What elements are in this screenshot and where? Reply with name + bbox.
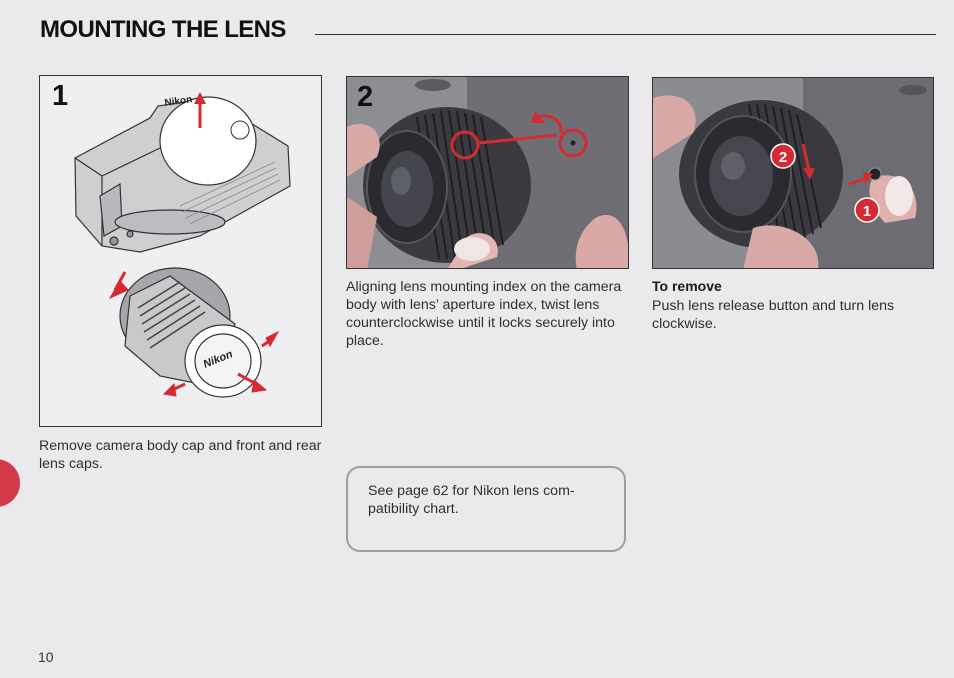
lens-removal-photo: 2 1 xyxy=(653,78,933,268)
left-hand-shape xyxy=(347,123,380,177)
remove-marker-1: 1 xyxy=(863,203,871,220)
page-number: 10 xyxy=(38,649,54,665)
cap-removal-arrow-icon xyxy=(194,92,206,128)
note-box xyxy=(346,466,626,552)
title-rule xyxy=(315,34,936,35)
body-brand-label: Nikon xyxy=(164,94,193,109)
step2-caption: Aligning lens mounting index on the came… xyxy=(346,279,622,349)
step1-illustration-panel: Nikon Nikon xyxy=(39,75,322,427)
lens-drawing xyxy=(119,267,262,398)
right-hand-shape xyxy=(575,215,628,268)
step-number-1: 1 xyxy=(52,80,69,112)
page-title: MOUNTING THE LENS xyxy=(40,16,286,43)
remove-lens-photo-panel: 2 1 xyxy=(652,77,934,269)
step2-photo-panel: 2 xyxy=(346,76,629,269)
left-hand-shape xyxy=(653,95,696,158)
lens-mounting-photo xyxy=(347,77,628,268)
camera-and-lens-drawing: Nikon Nikon xyxy=(74,92,291,398)
title-row: MOUNTING THE LENS xyxy=(40,16,936,46)
step1-caption: Remove camera body cap and front and rea… xyxy=(39,438,322,472)
lens-cap-arrows-icon xyxy=(108,271,280,397)
remove-caption: Push lens release button and turn lens c… xyxy=(652,298,895,332)
step-number-2: 2 xyxy=(357,81,374,113)
mounting-index-markers-icon xyxy=(450,111,588,160)
section-thumb-tab xyxy=(0,459,20,507)
note-text: See page 62 for Nikon lens com-patibilit… xyxy=(368,483,575,517)
remove-marker-2: 2 xyxy=(779,149,787,166)
removal-step-markers-icon: 2 1 xyxy=(770,143,880,223)
body-cap xyxy=(159,96,257,186)
remove-heading: To remove xyxy=(652,278,722,294)
